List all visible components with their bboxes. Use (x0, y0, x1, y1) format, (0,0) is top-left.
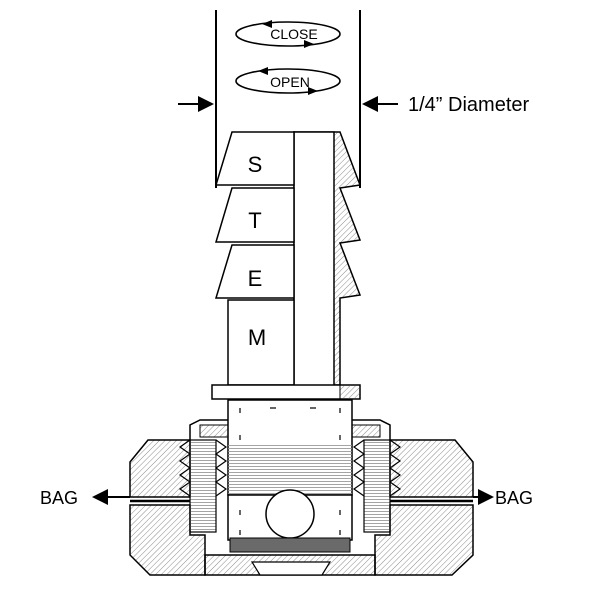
stem-letter-t: T (248, 208, 261, 233)
bag-left-label: BAG (40, 488, 78, 508)
valve-ball (265, 489, 315, 539)
close-indicator: CLOSE (235, 20, 341, 48)
barb-e (214, 244, 295, 299)
gasket (229, 537, 351, 553)
arrow-icon (258, 67, 268, 75)
stem-barbs: S T E M (214, 131, 362, 396)
rotate-arrow-icon (235, 21, 341, 47)
open-indicator: OPEN (235, 67, 341, 95)
valve-insert (227, 399, 353, 553)
arrow-icon (262, 20, 272, 28)
bag-right: BAG (473, 488, 533, 508)
stem-letter-m: M (248, 325, 266, 350)
stem-letter-e: E (248, 266, 263, 291)
diameter-dimension: 1/4” Diameter (178, 94, 529, 116)
rotate-arrow-icon (235, 68, 341, 94)
barb-s (214, 131, 295, 186)
bag-right-label: BAG (495, 488, 533, 508)
fitting-body (129, 439, 474, 576)
open-label: OPEN (270, 74, 310, 90)
arrow-icon (308, 87, 318, 95)
stem-collar (211, 384, 361, 400)
diameter-label: 1/4” Diameter (408, 94, 529, 116)
stem-bore (293, 131, 335, 396)
stem-tube (215, 10, 361, 188)
stem-letter-s: S (248, 152, 263, 177)
close-label: CLOSE (270, 26, 317, 42)
barb-t (214, 187, 295, 243)
arrow-icon (304, 40, 314, 48)
bag-left: BAG (40, 488, 130, 508)
